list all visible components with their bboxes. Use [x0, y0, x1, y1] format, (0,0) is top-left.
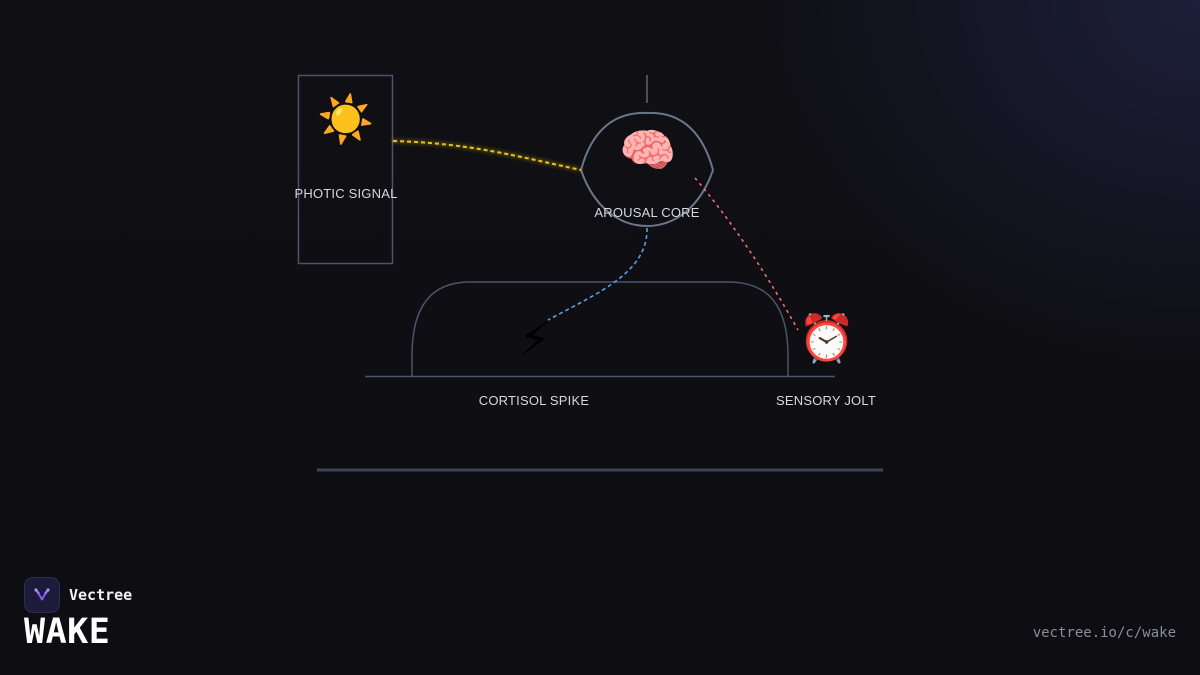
photic-signal-label: PHOTIC SIGNAL — [294, 186, 398, 201]
brand-name: Vectree — [69, 586, 133, 604]
vectree-logo-icon — [24, 577, 60, 613]
footer-url-link[interactable]: vectree.io/c/wake — [1032, 625, 1176, 641]
connector-arousal-to-cortisol — [547, 227, 648, 321]
page-title: WAKE — [24, 612, 111, 652]
lightning-icon: ⚡ — [518, 312, 552, 366]
connector-photic-to-arousal — [392, 140, 582, 171]
sensory-jolt-label: SENSORY JOLT — [776, 393, 876, 408]
brand[interactable]: Vectree — [24, 577, 132, 613]
cortisol-spike-label: CORTISOL SPIKE — [478, 393, 590, 408]
cortisol-chamber-outline — [411, 281, 789, 376]
photic-signal-frame — [297, 74, 394, 265]
arousal-core-outline — [579, 111, 715, 228]
connector-arousal-to-sensory — [694, 177, 799, 331]
brain-icon: 🧠 — [619, 123, 677, 177]
arousal-core-label: AROUSAL CORE — [594, 205, 700, 220]
alarm-clock-icon: ⏰ — [798, 311, 856, 365]
sun-icon: ☀️ — [317, 92, 375, 146]
